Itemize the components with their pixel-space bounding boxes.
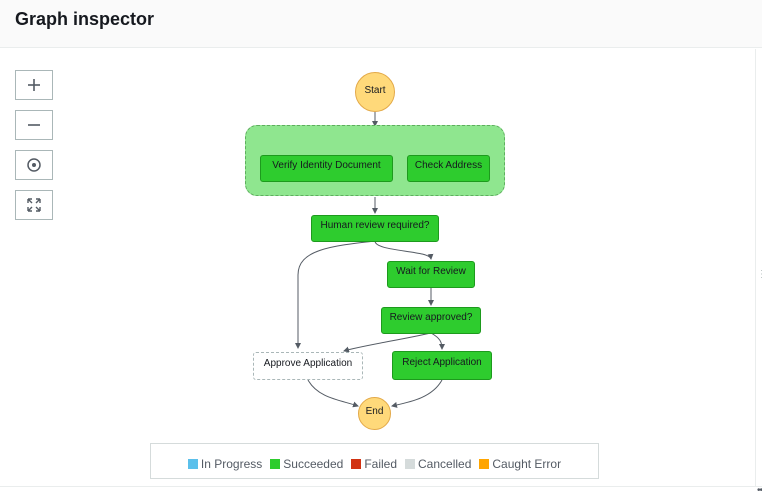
start-label: Start [364,84,386,96]
panel-header: Graph inspector [0,0,762,48]
state-approve-application[interactable]: Approve Application [253,352,363,380]
more-icon[interactable]: •• [756,485,762,496]
legend-item-caught-error: Caught Error [479,457,561,471]
fit-to-screen-button[interactable] [15,190,53,220]
state-label: Human review required? [320,220,430,231]
zoom-in-button[interactable] [15,70,53,100]
legend-label: In Progress [200,457,263,471]
state-label: Review approved? [389,312,473,323]
swatch-succeeded [270,459,281,469]
legend-item-cancelled: Cancelled [405,457,471,471]
state-label: Check Address [414,160,483,171]
legend-item-succeeded: Succeeded [270,457,343,471]
status-legend: In Progress Succeeded Failed Cancelled C… [150,443,599,479]
legend-label: Failed [364,457,397,471]
plus-icon [28,79,40,91]
swatch-failed [351,459,362,469]
center-button[interactable] [15,150,53,180]
panel-footer [0,486,762,496]
legend-label: Succeeded [283,457,344,471]
state-wait-for-review[interactable]: Wait for Review [387,261,475,288]
end-label: End [365,406,384,417]
legend-item-failed: Failed [351,457,397,471]
swatch-cancelled [405,459,415,469]
state-review-approved[interactable]: Review approved? [381,307,481,334]
state-reject-application[interactable]: Reject Application [392,351,492,380]
legend-item-in-progress: In Progress [187,457,263,471]
state-human-review-required[interactable]: Human review required? [311,215,439,242]
state-label: Approve Application [263,357,353,369]
state-label: Wait for Review [396,266,466,277]
legend-label: Caught Error [492,457,562,471]
expand-icon [27,198,41,212]
legend-label: Cancelled [418,457,472,471]
minus-icon [28,124,40,126]
swatch-caught-error [479,459,490,469]
swatch-in-progress [187,459,198,469]
state-check-address[interactable]: Check Address [407,155,490,182]
panel-resize-handle[interactable]: ⋮ [757,269,762,280]
target-icon [27,158,41,172]
state-label: Verify Identity Document [272,160,381,171]
page-title: Graph inspector [15,9,155,29]
start-node[interactable]: Start [355,72,395,112]
end-node[interactable]: End [358,397,391,430]
state-label: Reject Application [402,357,482,368]
zoom-out-button[interactable] [15,110,53,140]
state-verify-identity-document[interactable]: Verify Identity Document [260,155,393,182]
